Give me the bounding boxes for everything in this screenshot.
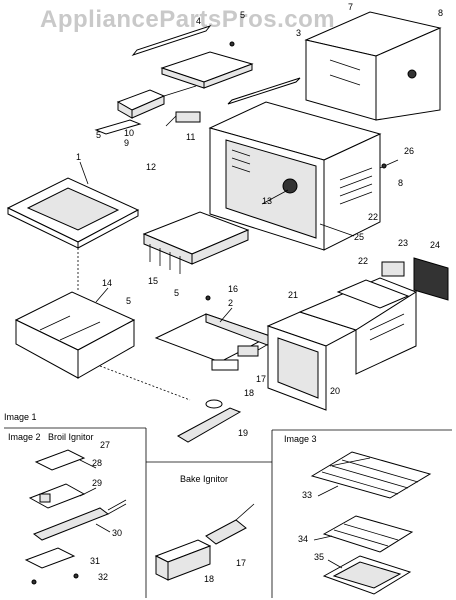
part-28-plate: [34, 449, 86, 471]
callout-32: 32: [98, 572, 108, 582]
callout-20: 20: [330, 386, 340, 396]
part-21-front-frame: [266, 311, 358, 411]
lower-trim-strip: [227, 77, 301, 105]
part-4-trim-strip: [131, 25, 212, 56]
callout-22: 22: [358, 256, 368, 266]
part-29-bracket: [28, 483, 86, 509]
callout-labels: 4 5 7 8 3 10 5 9 11 12 1 26 8 13 22 25 2…: [76, 2, 443, 584]
callout-29: 29: [92, 478, 102, 488]
callout-34: 34: [298, 534, 308, 544]
callout-22: 22: [368, 212, 378, 222]
part-1-top-frame: [6, 177, 140, 249]
part-18-ignitor-bracket: [211, 359, 239, 371]
callout-4: 4: [196, 16, 201, 26]
callout-5: 5: [240, 10, 245, 20]
bake-part-17-ignitor: [205, 503, 255, 545]
watermark: AppliancePartsPros.com: [40, 6, 336, 33]
part-32-screws: [31, 573, 79, 585]
callout-28: 28: [92, 458, 102, 468]
callout-23: 23: [398, 238, 408, 248]
callout-14: 14: [102, 278, 112, 288]
callout-10: 10: [124, 128, 134, 138]
part-23-bracket: [381, 261, 405, 277]
callout-7: 7: [348, 2, 353, 12]
callout-17: 17: [236, 558, 246, 568]
part-33-oven-rack: [310, 451, 432, 499]
part-31-plate: [24, 547, 76, 569]
part-7-back-housing: [304, 11, 442, 121]
top-cover-panel: [160, 51, 254, 89]
part-11-ignitor: [165, 111, 201, 127]
part-14-bottom-tray: [14, 291, 136, 379]
section-image-2-label: Image 2: [8, 432, 41, 442]
part-30-broil-ignitor: [32, 499, 127, 541]
callout-11: 11: [186, 132, 195, 142]
callout-2: 2: [228, 298, 233, 308]
callout-8: 8: [438, 8, 443, 18]
callout-35: 35: [314, 552, 324, 562]
part-22-panel: [336, 279, 410, 309]
broil-ignitor-title: Broil Ignitor: [48, 432, 94, 442]
part-35-broil-pan: [322, 555, 412, 595]
callout-17: 17: [256, 374, 266, 384]
oven-cavity: [208, 101, 382, 251]
part-9-bracket: [94, 119, 142, 135]
callout-8: 8: [398, 178, 403, 188]
callout-16: 16: [228, 284, 238, 294]
section-image-1-label: Image 1: [4, 412, 37, 422]
leader-lines: [79, 161, 355, 569]
part-5-screw: [229, 41, 235, 47]
part-34-broil-grid: [322, 515, 414, 553]
callout-33: 33: [302, 490, 312, 500]
part-26-connector: [379, 159, 399, 169]
part-15-burner-box: [142, 211, 250, 274]
callout-31: 31: [90, 556, 100, 566]
callout-18: 18: [244, 388, 254, 398]
callout-15: 15: [148, 276, 158, 286]
callout-5: 5: [174, 288, 179, 298]
callout-3: 3: [296, 28, 301, 38]
part-10-broil-element: [116, 85, 197, 119]
part-24-back-panel: [413, 257, 449, 301]
callout-1: 1: [76, 152, 81, 162]
callout-24: 24: [430, 240, 440, 250]
callout-26: 26: [404, 146, 414, 156]
part-19-bake-burner: [176, 399, 242, 443]
callout-5: 5: [96, 130, 101, 140]
bake-part-18-bracket: [154, 539, 212, 581]
callout-19: 19: [238, 428, 248, 438]
callout-21: 21: [288, 290, 298, 300]
callout-18: 18: [204, 574, 214, 584]
image-2-box: [4, 427, 147, 598]
bake-ignitor-box: [146, 429, 452, 598]
callout-25: 25: [354, 232, 364, 242]
callout-30: 30: [112, 528, 122, 538]
callout-5: 5: [126, 296, 131, 306]
bake-ignitor-title: Bake Ignitor: [180, 474, 228, 484]
callout-27: 27: [100, 440, 110, 450]
callout-9: 9: [124, 138, 129, 148]
section-image-3-label: Image 3: [284, 434, 317, 444]
callout-12: 12: [146, 162, 156, 172]
